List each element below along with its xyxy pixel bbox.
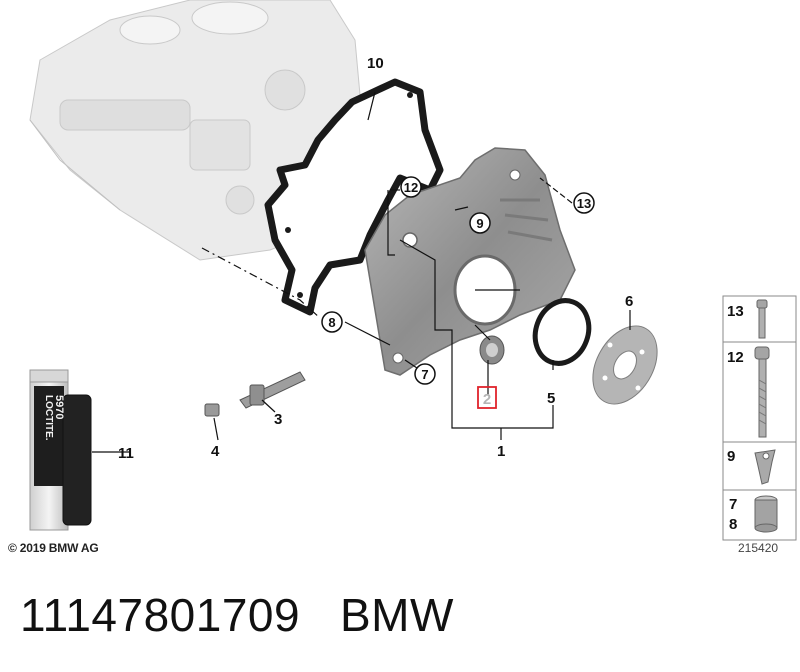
part-number: 11147801709 [20,589,301,641]
shaft-seal-part-2 [479,335,505,365]
plug-part-4 [204,403,220,417]
callout-2: 2 [483,391,491,408]
sensor-part-3 [239,371,306,409]
callout-13-circle [573,192,595,214]
stud-9-icon [754,449,776,485]
leader-lines [92,91,631,453]
callout-1: 1 [497,443,505,460]
bolt-13-icon [756,299,768,339]
trigger-wheel-part-6 [592,325,658,405]
callout-3: 3 [274,411,282,428]
callout-labels: 10 12 9 13 8 7 6 5 2 1 3 4 11 [118,55,633,462]
legend-label-7: 7 [729,496,737,513]
tube-brand-text: LOCTITE. [43,395,54,441]
tube-product-text: 5970 [53,395,65,419]
part-caption: 11147801709 BMW [20,588,454,642]
callout-6: 6 [625,293,633,310]
callout-7-circle [414,363,436,385]
callout-7: 7 [421,367,428,382]
sleeve-7-8-icon [754,495,778,533]
callout-12-circle [400,176,422,198]
callout-11: 11 [118,445,134,462]
callout-4: 4 [211,443,220,460]
callout-5: 5 [547,390,555,407]
sealant-tube-part-11: LOCTITE. 5970 [29,369,92,531]
hardware-legend: 13 12 9 7 8 [722,295,797,541]
copyright-text: © 2019 BMW AG [8,541,99,555]
drawing-number: 215420 [738,541,779,555]
brand-name: BMW [339,589,454,641]
gasket-part-10 [264,78,444,316]
legend-label-12: 12 [727,349,744,366]
legend-label-13: 13 [727,303,744,320]
callout-10: 10 [367,55,384,72]
legend-label-9: 9 [727,448,735,465]
callout-8: 8 [328,315,335,330]
legend-label-8: 8 [729,516,737,533]
callout-8-circle [321,311,343,333]
callout-13: 13 [577,196,591,211]
callout-2-highlight [477,386,497,409]
bolt-12-icon [754,346,770,438]
callout-9: 9 [476,216,483,231]
o-ring-part-5 [532,298,592,366]
callout-12: 12 [404,180,418,195]
callout-9-circle [469,212,491,234]
